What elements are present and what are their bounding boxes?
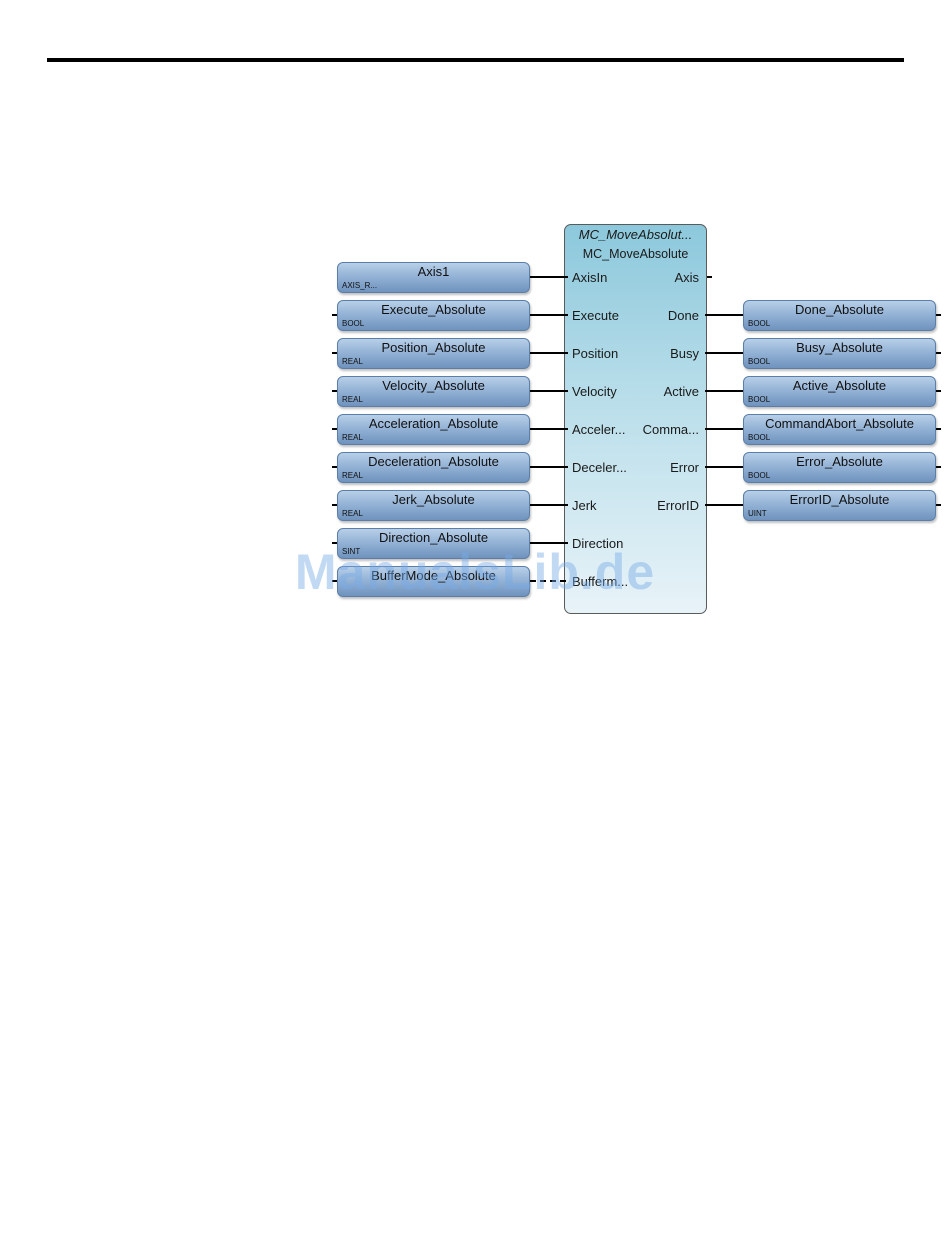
var-name: Active_Absolute [792, 378, 887, 393]
var-type: REAL [342, 509, 363, 518]
input-var-jerk[interactable]: Jerk_Absolute REAL [337, 490, 530, 521]
input-var-execute[interactable]: Execute_Absolute BOOL [337, 300, 530, 331]
var-type: UINT [748, 509, 767, 518]
stub-execute [332, 314, 337, 316]
stub-active [936, 390, 941, 392]
wire-active [705, 390, 743, 392]
top-rule [47, 58, 904, 62]
var-type: BOOL [748, 357, 771, 366]
output-var-busy[interactable]: Busy_Absolute BOOL [743, 338, 936, 369]
wire-jerk [530, 504, 568, 506]
wire-errorid [705, 504, 743, 506]
var-type: BOOL [342, 319, 365, 328]
wire-busy [705, 352, 743, 354]
pin-in-position: Position [572, 346, 619, 361]
var-name: Direction_Absolute [378, 530, 489, 545]
wire-direction [530, 542, 568, 544]
var-name: Position_Absolute [381, 340, 486, 355]
wire-axisin [530, 276, 568, 278]
stub-busy [936, 352, 941, 354]
wire-execute [530, 314, 568, 316]
var-name: Axis1 [417, 264, 450, 279]
var-type: REAL [342, 433, 363, 442]
pin-in-velocity: Velocity [572, 384, 617, 399]
block-instance-name: MC_MoveAbsolut... [578, 227, 693, 242]
var-type: BOOL [748, 471, 771, 480]
pin-in-axisin: AxisIn [572, 270, 608, 285]
pin-in-jerk: Jerk [572, 498, 597, 513]
var-type: REAL [342, 395, 363, 404]
var-type: BOOL [748, 319, 771, 328]
var-name: Done_Absolute [795, 302, 884, 317]
input-var-velocity[interactable]: Velocity_Absolute REAL [337, 376, 530, 407]
stub-jerk [332, 504, 337, 506]
pin-in-execute: Execute [572, 308, 619, 323]
var-type: REAL [342, 471, 363, 480]
stub-commandabort [936, 428, 941, 430]
var-name: Error_Absolute [796, 454, 883, 469]
block-type-name: MC_MoveAbsolute [582, 247, 689, 261]
wire-commandabort [705, 428, 743, 430]
var-name: Acceleration_Absolute [368, 416, 499, 431]
stub-axis-out [707, 276, 712, 278]
input-var-acceleration[interactable]: Acceleration_Absolute REAL [337, 414, 530, 445]
var-type: SINT [342, 547, 361, 556]
watermark: ManualsLib.de [294, 544, 656, 600]
input-var-axis1[interactable]: Axis1 AXIS_R... [337, 262, 530, 293]
output-var-active[interactable]: Active_Absolute BOOL [743, 376, 936, 407]
output-var-commandabort[interactable]: CommandAbort_Absolute BOOL [743, 414, 936, 445]
var-type: BOOL [748, 433, 771, 442]
pin-out-errorid: ErrorID [657, 498, 699, 513]
pin-out-active: Active [663, 384, 699, 399]
pin-out-commandaborted: Comma... [642, 422, 699, 437]
var-name: Velocity_Absolute [382, 378, 485, 393]
var-name: CommandAbort_Absolute [765, 416, 914, 431]
pin-in-direction: Direction [572, 536, 624, 551]
output-var-error[interactable]: Error_Absolute BOOL [743, 452, 936, 483]
var-name: Busy_Absolute [796, 340, 883, 355]
stub-direction [332, 542, 337, 544]
pin-out-busy: Busy [670, 346, 699, 361]
pin-out-done: Done [667, 308, 699, 323]
input-var-deceleration[interactable]: Deceleration_Absolute REAL [337, 452, 530, 483]
wire-velocity [530, 390, 568, 392]
var-type: AXIS_R... [342, 281, 378, 290]
output-var-done[interactable]: Done_Absolute BOOL [743, 300, 936, 331]
var-name: ErrorID_Absolute [789, 492, 890, 507]
wire-deceleration [530, 466, 568, 468]
pin-in-acceleration: Acceler... [572, 422, 626, 437]
wire-position [530, 352, 568, 354]
stub-done [936, 314, 941, 316]
var-type: BOOL [748, 395, 771, 404]
pin-in-buffermode: Bufferm... [572, 574, 629, 589]
var-name: Execute_Absolute [381, 302, 486, 317]
wire-error [705, 466, 743, 468]
var-name: Deceleration_Absolute [368, 454, 499, 469]
stub-deceleration [332, 466, 337, 468]
input-var-direction[interactable]: Direction_Absolute SINT [337, 528, 530, 559]
var-name: Jerk_Absolute [392, 492, 475, 507]
wire-buffermode [530, 580, 568, 582]
wire-acceleration [530, 428, 568, 430]
stub-error [936, 466, 941, 468]
pin-in-deceleration: Deceler... [572, 460, 627, 475]
stub-errorid [936, 504, 941, 506]
stub-position [332, 352, 337, 354]
var-type: REAL [342, 357, 363, 366]
input-var-position[interactable]: Position_Absolute REAL [337, 338, 530, 369]
pin-out-axis: Axis [674, 270, 699, 285]
input-var-buffermode[interactable]: BufferMode_Absolute [337, 566, 530, 597]
pin-out-error: Error [670, 460, 699, 475]
function-block-mc-moveabsolute[interactable]: MC_MoveAbsolut... MC_MoveAbsolute AxisIn… [564, 224, 707, 614]
wire-done [705, 314, 743, 316]
var-name: BufferMode_Absolute [371, 568, 496, 583]
stub-velocity [332, 390, 337, 392]
stub-buffermode [332, 580, 337, 582]
output-var-errorid[interactable]: ErrorID_Absolute UINT [743, 490, 936, 521]
stub-acceleration [332, 428, 337, 430]
